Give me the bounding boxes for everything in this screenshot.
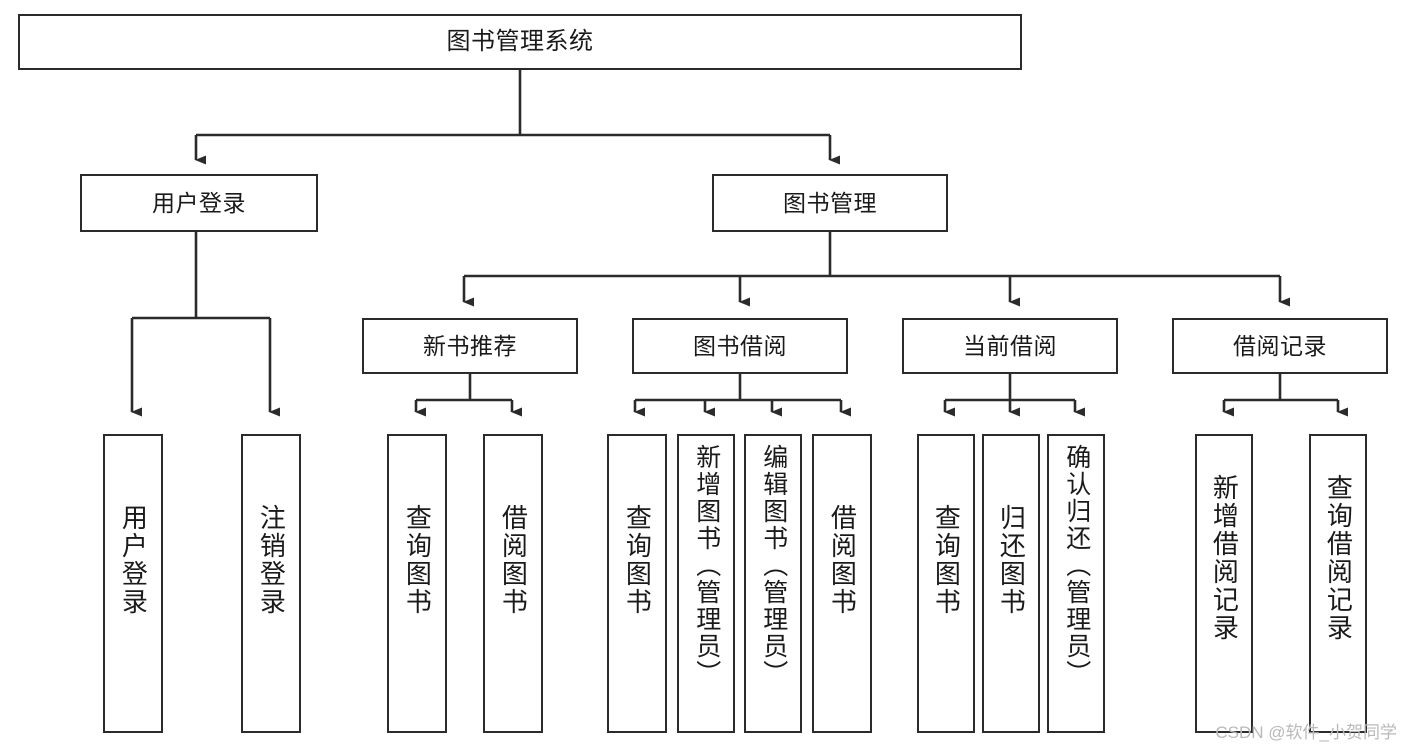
leaf-edit-book-admin[interactable]: 编辑图书（管理员） — [744, 434, 802, 733]
leaf-query-book-current[interactable]: 查询图书 — [917, 434, 975, 733]
node-label: 借阅图书 — [827, 504, 858, 616]
node-book-borrow[interactable]: 图书借阅 — [632, 318, 848, 374]
leaf-borrow-book-recommend[interactable]: 借阅图书 — [483, 434, 543, 733]
node-label: 图书借阅 — [693, 332, 787, 359]
node-label: 新书推荐 — [423, 332, 517, 359]
leaf-add-book-admin[interactable]: 新增图书（管理员） — [677, 434, 735, 733]
node-label: 借阅图书 — [498, 504, 529, 616]
node-book-management[interactable]: 图书管理 — [712, 174, 948, 232]
node-user-login[interactable]: 用户登录 — [80, 174, 318, 232]
node-current-borrow[interactable]: 当前借阅 — [902, 318, 1118, 374]
node-label: 编辑图书（管理员） — [759, 444, 788, 687]
leaf-add-borrow-record[interactable]: 新增借阅记录 — [1195, 434, 1253, 733]
node-label: 借阅记录 — [1233, 332, 1327, 359]
node-label: 新增图书（管理员） — [692, 444, 721, 687]
node-label: 图书管理 — [783, 189, 877, 216]
node-borrow-record[interactable]: 借阅记录 — [1172, 318, 1388, 374]
node-label: 新增借阅记录 — [1209, 474, 1240, 642]
leaf-user-login[interactable]: 用户登录 — [103, 434, 163, 733]
leaf-return-book[interactable]: 归还图书 — [982, 434, 1040, 733]
node-label: 注销登录 — [256, 504, 287, 616]
node-label: 归还图书 — [996, 504, 1027, 616]
leaf-query-book-recommend[interactable]: 查询图书 — [387, 434, 447, 733]
node-label: 当前借阅 — [963, 332, 1057, 359]
node-label: 查询图书 — [931, 504, 962, 616]
node-new-book-recommend[interactable]: 新书推荐 — [362, 318, 578, 374]
node-label: 查询图书 — [402, 504, 433, 616]
node-book-management-system[interactable]: 图书管理系统 — [18, 14, 1022, 70]
leaf-query-borrow-record[interactable]: 查询借阅记录 — [1309, 434, 1367, 733]
node-label: 确认归还（管理员） — [1062, 444, 1091, 687]
node-label: 用户登录 — [152, 189, 246, 216]
leaf-borrow-book[interactable]: 借阅图书 — [812, 434, 872, 733]
csdn-watermark: CSDN @软件_小贺同学 — [1215, 723, 1397, 742]
leaf-query-book-borrow[interactable]: 查询图书 — [607, 434, 667, 733]
node-label: 查询借阅记录 — [1323, 474, 1354, 642]
node-label: 查询图书 — [622, 504, 653, 616]
leaf-user-logout[interactable]: 注销登录 — [241, 434, 301, 733]
node-label: 图书管理系统 — [446, 28, 594, 56]
leaf-confirm-return-admin[interactable]: 确认归还（管理员） — [1047, 434, 1105, 733]
node-label: 用户登录 — [118, 504, 149, 616]
